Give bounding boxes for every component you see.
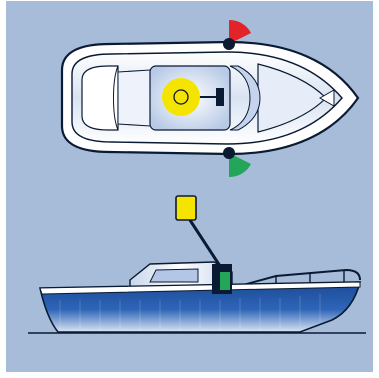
- red-light-sector: [229, 19, 251, 44]
- all-round-light-top: [162, 78, 200, 116]
- windshield: [229, 65, 261, 131]
- side-view-boat: [28, 195, 366, 334]
- green-sidelight-side: [220, 272, 230, 290]
- console: [216, 88, 224, 106]
- side-hull: [39, 281, 362, 333]
- green-light-sector: [229, 153, 251, 178]
- top-view-boat: [60, 19, 360, 178]
- all-round-light-side: [175, 195, 197, 221]
- cabin-window: [149, 268, 199, 283]
- stern-seat: [81, 65, 119, 131]
- bow-rail: [231, 268, 361, 289]
- hull-texture: [59, 294, 321, 330]
- mid-seat: [117, 69, 151, 127]
- port-light-fixture: [223, 38, 235, 50]
- mast-arm: [184, 213, 222, 267]
- starboard-light-fixture: [223, 147, 235, 159]
- deck-strip: [39, 281, 361, 295]
